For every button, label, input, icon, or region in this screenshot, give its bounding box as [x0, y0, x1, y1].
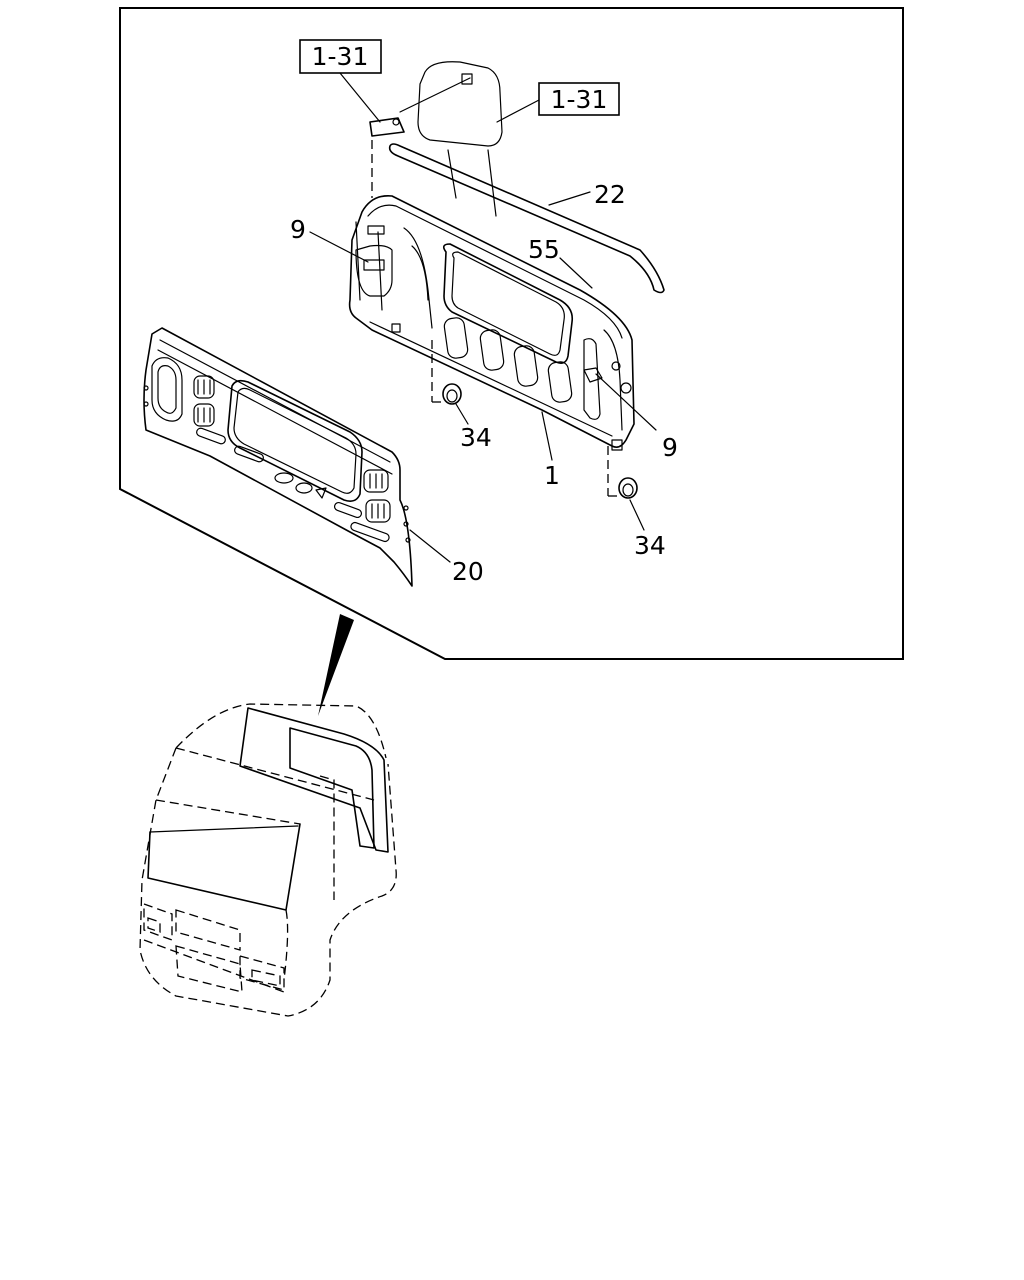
callout-1: 1	[541, 411, 560, 490]
callout-9-left: 9	[290, 215, 369, 263]
reference-label: 1-31	[551, 85, 608, 114]
weatherstrip-part-22: 22	[388, 143, 665, 294]
reference-box-top-right: 1-31	[496, 82, 620, 123]
reference-label: 1-31	[312, 42, 369, 71]
callout-55: 55	[528, 235, 593, 289]
part-number-9: 9	[290, 215, 306, 244]
part-number-9: 9	[662, 433, 678, 462]
reference-box-top-left: 1-31	[299, 39, 382, 123]
inner-panel-part-20: 20	[143, 327, 484, 587]
part-number-20: 20	[452, 557, 484, 586]
callout-9-right: 9	[595, 373, 678, 462]
part-number-34: 34	[634, 531, 666, 560]
part-number-1: 1	[544, 461, 560, 490]
grommet-part-34-left: 34	[432, 383, 492, 452]
part-number-22: 22	[594, 180, 626, 209]
seat-headrest-phantom	[399, 61, 503, 217]
part-number-55: 55	[528, 235, 560, 264]
detail-frame	[119, 7, 904, 660]
grommet-part-34-right: 34	[608, 477, 666, 560]
truck-cab-overview	[139, 703, 397, 1017]
mounting-bracket	[369, 117, 405, 198]
pointer-arrow	[318, 614, 354, 716]
rear-panel-part-1	[348, 195, 635, 496]
part-number-34: 34	[460, 423, 492, 452]
